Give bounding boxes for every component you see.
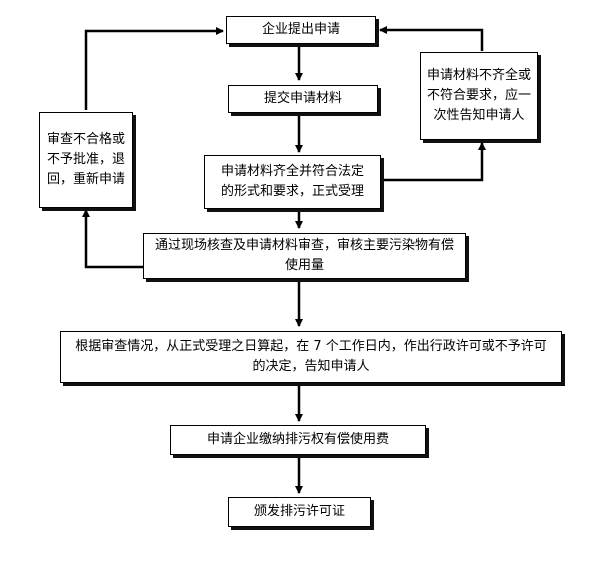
step-review: 通过现场核查及申请材料审查，审核主要污染物有偿使用量 <box>143 233 466 279</box>
step-review-label: 通过现场核查及申请材料审查，审核主要污染物有偿使用量 <box>154 238 454 273</box>
arrow-review-to-rejected <box>82 209 153 269</box>
side-incomplete-label: 申请材料不齐全或不符合要求，应一次性告知申请人 <box>427 68 532 123</box>
step-pay-label: 申请企业缴纳排污权有偿使用费 <box>206 432 389 447</box>
arrow-incomplete-to-apply <box>379 26 484 51</box>
step-submit: 提交申请材料 <box>228 85 378 113</box>
step-accept: 申请材料齐全并符合法定的形式和要求，正式受理 <box>204 155 381 209</box>
step-decision-label: 根据审查情况，从正式受理之日算起，在 7 个工作日内，作出行政许可或不予许可的决… <box>75 339 547 374</box>
arrow-rejected-to-apply <box>84 27 224 110</box>
step-issue-label: 颁发排污许可证 <box>253 504 345 519</box>
step-apply-label: 企业提出申请 <box>261 22 340 37</box>
side-rejected: 审查不合格或不予批准，退回，重新申请 <box>39 112 133 208</box>
step-pay: 申请企业缴纳排污权有偿使用费 <box>170 425 426 455</box>
side-rejected-label: 审查不合格或不予批准，退回，重新申请 <box>46 132 125 187</box>
step-apply: 企业提出申请 <box>226 16 376 44</box>
arrow-accept-to-incomplete <box>381 142 486 182</box>
step-issue: 颁发排污许可证 <box>228 497 371 527</box>
step-submit-label: 提交申请材料 <box>263 91 342 106</box>
step-accept-label: 申请材料齐全并符合法定的形式和要求，正式受理 <box>220 164 364 199</box>
step-decision: 根据审查情况，从正式受理之日算起，在 7 个工作日内，作出行政许可或不予许可的决… <box>60 331 562 383</box>
side-incomplete: 申请材料不齐全或不符合要求，应一次性告知申请人 <box>420 52 538 140</box>
